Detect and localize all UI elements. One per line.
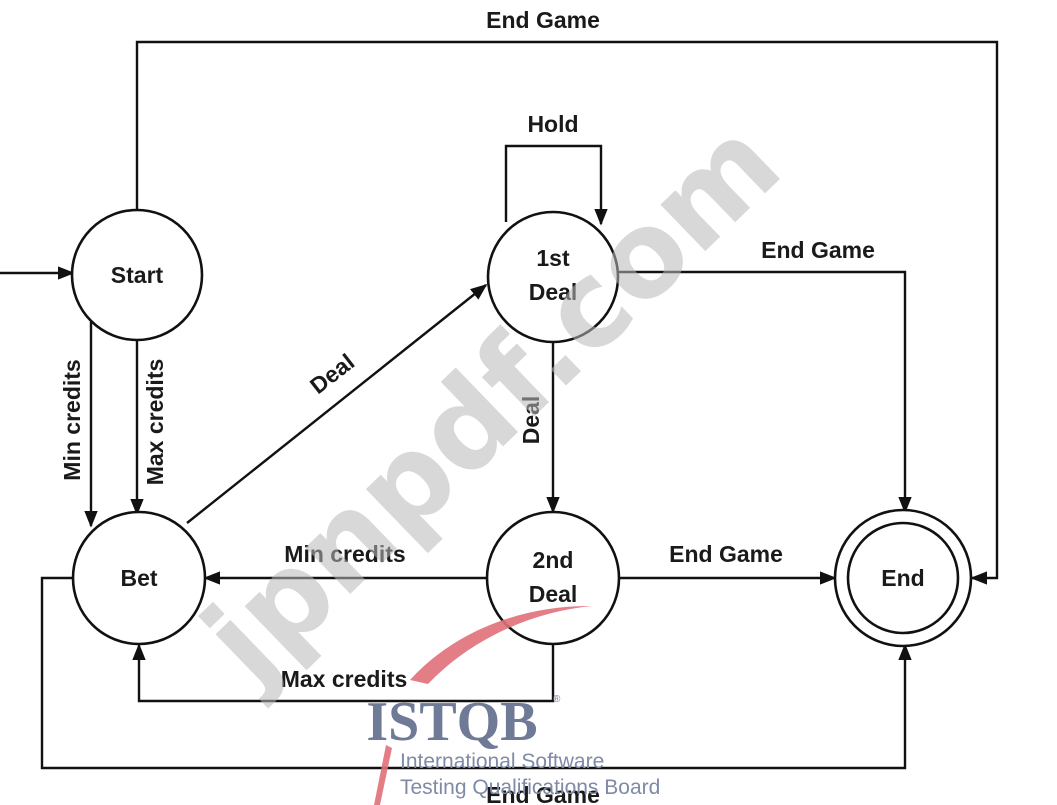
state-bet-label: Bet — [120, 565, 157, 591]
edge-bet-end-bottom — [40, 576, 912, 770]
state-second-deal-label-line2: Deal — [529, 581, 578, 607]
state-second-deal-label-line1: 2nd — [533, 547, 574, 573]
state-bet: Bet — [71, 510, 207, 646]
edge-start-end-top — [135, 40, 999, 585]
label-first-deal-end: End Game — [761, 237, 875, 263]
label-bet-end-bottom: End Game — [486, 782, 600, 805]
label-start-end-top: End Game — [486, 7, 600, 33]
edge-hold-loop — [504, 144, 608, 226]
label-hold: Hold — [527, 111, 578, 137]
state-start-label: Start — [111, 262, 164, 288]
label-start-bet-min: Min credits — [59, 359, 85, 480]
logo-line2: Testing Qualifications Board — [400, 776, 660, 799]
watermark-text: jpnpdf.com — [174, 93, 806, 710]
state-end-label: End — [881, 565, 924, 591]
state-first-deal-label-line2: Deal — [529, 279, 578, 305]
state-first-deal: 1st Deal — [486, 210, 620, 344]
state-first-deal-label-line1: 1st — [536, 245, 570, 271]
logo-line1: International Software — [400, 750, 604, 773]
label-start-bet-max: Max credits — [142, 359, 168, 486]
state-start: Start — [70, 208, 204, 342]
logo-wordmark: ISTQB — [366, 691, 537, 753]
state-second-deal: 2nd Deal — [485, 510, 621, 646]
label-second-bet-max: Max credits — [281, 666, 408, 692]
logo-swoosh-tail — [374, 745, 392, 805]
edge-bet-first-deal — [186, 283, 488, 524]
state-end: End — [833, 508, 973, 648]
logo-swoosh — [410, 605, 592, 684]
istqb-logo: ISTQB ® International Software Testing Q… — [366, 605, 660, 805]
edge-first-deal-end — [614, 270, 912, 514]
edge-second-bet-max — [132, 643, 555, 703]
logo-registered-mark: ® — [553, 694, 561, 705]
label-second-deal-end: End Game — [669, 541, 783, 567]
label-second-bet-min: Min credits — [284, 541, 405, 567]
label-deal-first-second: Deal — [518, 396, 544, 445]
